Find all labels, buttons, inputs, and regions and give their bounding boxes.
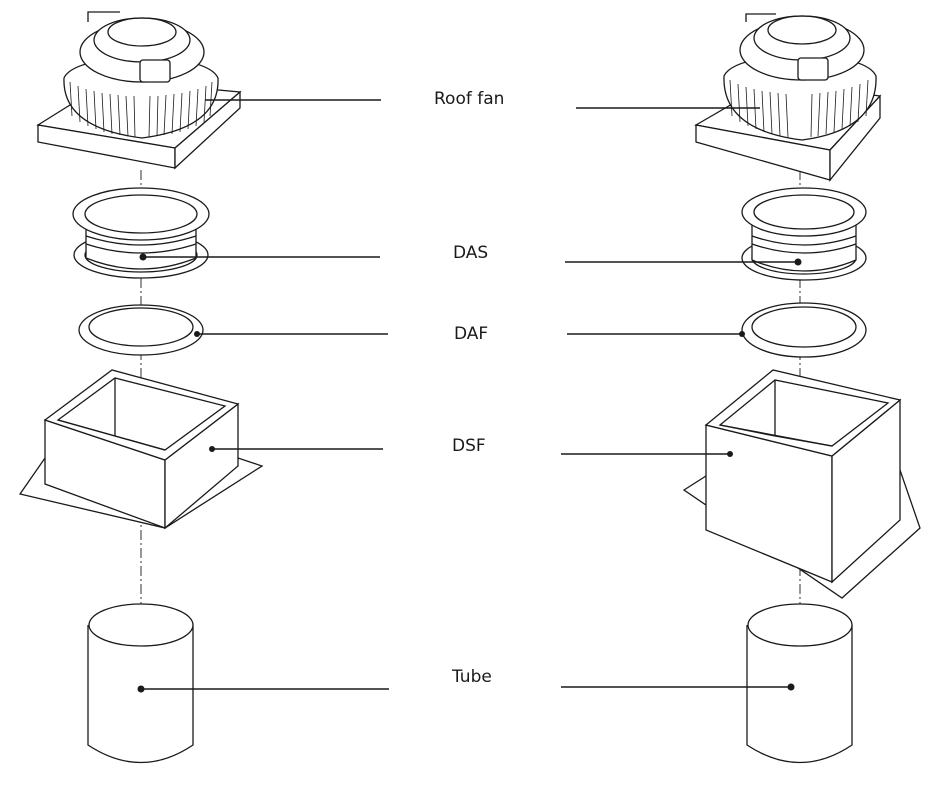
dot-dsf-left (209, 446, 215, 452)
label-daf: DAF (454, 324, 489, 344)
right-assembly (682, 13, 921, 764)
label-das: DAS (453, 243, 489, 263)
right-roof-fan (694, 13, 882, 182)
dot-das-left (139, 253, 147, 261)
dot-tube-left (137, 685, 145, 693)
dot-dsf-right (727, 451, 733, 457)
label-roof-fan: Roof fan (434, 89, 505, 109)
leader-lines (137, 99, 802, 693)
left-dsf (18, 369, 264, 530)
dot-daf-right (739, 331, 745, 337)
dot-tube-right (787, 683, 795, 691)
left-assembly (18, 11, 264, 764)
dot-das-right (794, 258, 802, 266)
left-das (72, 187, 210, 279)
label-dsf: DSF (452, 436, 486, 456)
left-daf (78, 304, 204, 356)
right-dsf (682, 369, 921, 599)
left-tube (87, 603, 194, 764)
label-tube: Tube (452, 667, 492, 687)
right-das (741, 187, 867, 281)
left-roof-fan (36, 11, 242, 170)
dot-daf-left (194, 331, 200, 337)
right-tube (746, 603, 853, 764)
right-daf (741, 302, 867, 358)
